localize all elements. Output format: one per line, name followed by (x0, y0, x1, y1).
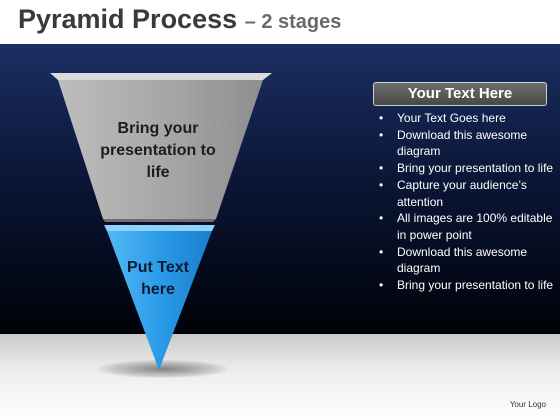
bullet-item: All images are 100% editable in power po… (378, 210, 554, 243)
stage-2-top-face (104, 225, 215, 231)
bullet-item: Bring your presentation to life (378, 277, 554, 294)
bullet-item: Download this awesome diagram (378, 127, 554, 160)
bullet-item: Bring your presentation to life (378, 160, 554, 177)
title-bar: Pyramid Process – 2 stages (0, 0, 560, 44)
stage-2-segment (104, 225, 215, 370)
bullet-item: Capture your audience’s attention (378, 177, 554, 210)
bullet-item: Your Text Goes here (378, 110, 554, 127)
bullet-list: Your Text Goes here Download this awesom… (378, 110, 554, 294)
stage-2-face (107, 231, 212, 370)
bullet-item: Download this awesome diagram (378, 244, 554, 277)
stage-1-face (58, 80, 263, 219)
stage-1-top-face (50, 73, 272, 80)
stage-1-bottom-edge (103, 219, 216, 222)
textbox-header: Your Text Here (373, 82, 547, 106)
stage-2-label: Put Text here (127, 259, 189, 298)
title-main: Pyramid Process (18, 4, 238, 34)
slide-title: Pyramid Process – 2 stages (18, 4, 341, 35)
pyramid-shadow (98, 360, 228, 378)
reflective-floor (0, 334, 560, 420)
stage-1-label: Bring your presentation to life (100, 120, 216, 181)
logo-placeholder: Your Logo (509, 400, 546, 409)
title-subtitle: – 2 stages (244, 11, 342, 33)
stage-1-segment (50, 73, 272, 222)
